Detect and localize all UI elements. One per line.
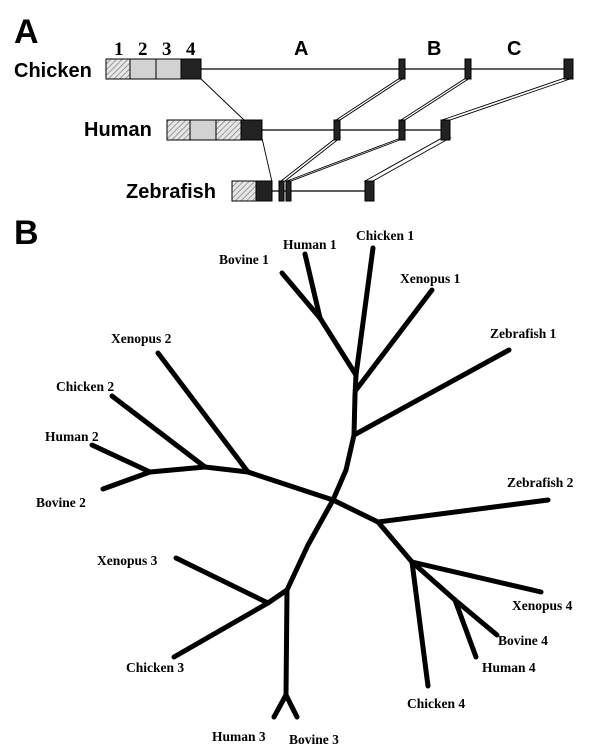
- branch-human-4: [452, 597, 479, 660]
- panel-b-letter: B: [14, 214, 39, 252]
- branch-xenopus-3: [173, 555, 271, 606]
- leaf-chicken-3: Chicken 3: [126, 660, 184, 675]
- branch-chicken-2: [109, 393, 208, 470]
- exon-number-2: 2: [138, 39, 148, 60]
- leaf-human-3: Human 3: [212, 729, 266, 744]
- branch-bovine-2: [100, 469, 153, 492]
- leaf-bovine-4: Bovine 4: [498, 633, 548, 648]
- branch-to-bovine-human-4: [409, 559, 458, 603]
- leaf-xenopus-3: Xenopus 3: [97, 553, 158, 568]
- leaf-xenopus-4: Xenopus 4: [512, 598, 573, 613]
- species-label-human: Human: [84, 119, 152, 141]
- panel-a-letter: A: [14, 13, 39, 51]
- chicken-gene-structure: [105, 58, 574, 80]
- branch-chicken-3: [171, 600, 271, 660]
- leaf-xenopus-1: Xenopus 1: [400, 271, 461, 286]
- branch-human-bovine-3-stem: [283, 587, 290, 698]
- exon-number-4: 4: [186, 39, 196, 60]
- branch-xenopus-2: [155, 350, 251, 475]
- leaf-human-1: Human 1: [283, 237, 337, 252]
- branch-human-3: [271, 692, 289, 720]
- branch-to-clade-3: [265, 497, 336, 606]
- branch-chicken-1: [353, 245, 376, 378]
- leaf-zebrafish-1: Zebrafish 1: [490, 326, 557, 341]
- phylogenetic-tree: [89, 245, 551, 720]
- branch-zebrafish-1: [351, 347, 512, 438]
- region-label-b: B: [427, 38, 441, 60]
- tree-root-spine: [330, 372, 359, 503]
- leaf-chicken-2: Chicken 2: [56, 379, 114, 394]
- leaf-zebrafish-2: Zebrafish 2: [507, 475, 574, 490]
- branch-to-clade-2: [147, 464, 336, 503]
- region-label-c: C: [507, 38, 521, 60]
- leaf-chicken-1: Chicken 1: [356, 228, 414, 243]
- leaf-bovine-3: Bovine 3: [289, 732, 339, 747]
- branch-xenopus-1: [353, 287, 435, 393]
- leaf-human-4: Human 4: [482, 660, 536, 675]
- branch-bovine-3: [283, 692, 300, 720]
- exon-number-3: 3: [162, 39, 172, 60]
- leaf-bovine-2: Bovine 2: [36, 495, 86, 510]
- branch-zebrafish-2: [375, 497, 551, 525]
- branch-human-1: [302, 251, 323, 321]
- branch-chicken-4: [409, 559, 431, 689]
- branch-bovine-1: [279, 270, 359, 378]
- leaf-chicken-4: Chicken 4: [407, 696, 465, 711]
- branch-human-2: [89, 442, 153, 475]
- species-label-zebrafish: Zebrafish: [126, 181, 216, 203]
- human-gene-structure: [166, 119, 451, 141]
- branch-xenopus-4: [409, 559, 544, 595]
- tree-leaf-labels: Bovine 1 Human 1 Chicken 1 Xenopus 1 Zeb…: [36, 228, 574, 747]
- species-label-chicken: Chicken: [14, 60, 92, 82]
- leaf-human-2: Human 2: [45, 429, 99, 444]
- leaf-bovine-1: Bovine 1: [219, 252, 269, 267]
- exon-number-1: 1: [114, 39, 124, 60]
- leaf-xenopus-2: Xenopus 2: [111, 331, 172, 346]
- region-label-a: A: [294, 38, 308, 60]
- branch-bovine-4: [452, 597, 500, 638]
- branch-to-clade-4: [330, 497, 415, 565]
- zebrafish-gene-structure: [231, 180, 375, 202]
